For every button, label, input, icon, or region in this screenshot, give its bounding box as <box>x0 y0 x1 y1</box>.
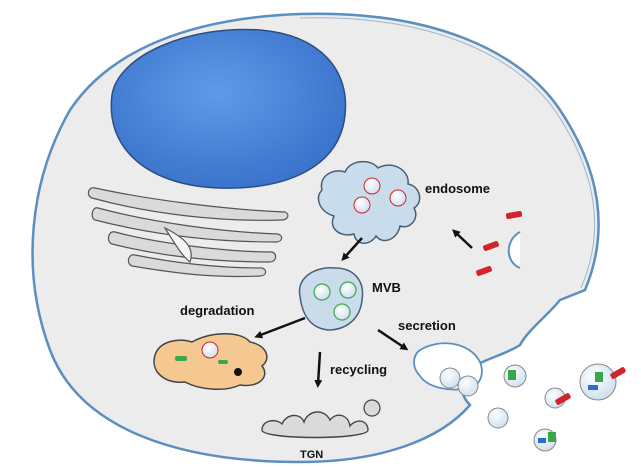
label-mvb: MVB <box>372 280 401 295</box>
cell-membrane-inner <box>299 17 596 289</box>
lysosome <box>153 333 268 390</box>
label-tgn: TGN <box>300 449 323 461</box>
tgn <box>261 411 369 439</box>
label-secretion: secretion <box>398 318 456 333</box>
label-endosome: endosome <box>425 181 490 196</box>
mvb <box>298 267 364 331</box>
golgi-apparatus <box>87 187 289 278</box>
exosomes <box>439 363 617 452</box>
receptors <box>476 210 626 405</box>
tgn-vesicle <box>363 399 381 417</box>
nucleus <box>110 28 347 189</box>
endosome-vesicles <box>353 177 407 214</box>
label-recycling: recycling <box>330 362 387 377</box>
pathway-arrows <box>254 229 473 388</box>
label-degradation: degradation <box>180 303 254 318</box>
endocytic-pit <box>507 231 521 269</box>
